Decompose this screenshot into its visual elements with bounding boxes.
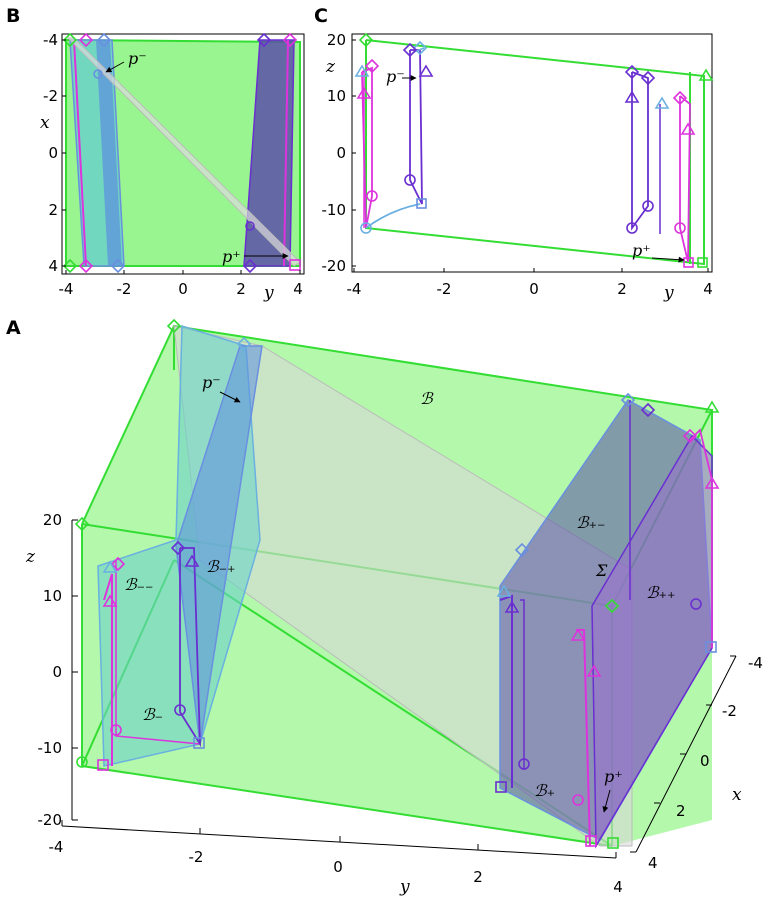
svg-text:-4: -4 bbox=[59, 280, 74, 298]
panel-b-left-magenta bbox=[73, 39, 87, 267]
svg-text:4: 4 bbox=[703, 280, 713, 298]
panel-a-p-minus: p⁻ bbox=[202, 373, 221, 392]
panel-c-markers bbox=[354, 32, 714, 268]
svg-text:-2: -2 bbox=[43, 87, 58, 105]
panel-b-slab-left-inner bbox=[96, 40, 122, 266]
panel-a-z-axis-label: z bbox=[25, 547, 36, 567]
panel-c-right-magenta bbox=[679, 95, 691, 263]
panel-a-label-sigma: Σ bbox=[595, 561, 608, 580]
svg-text:20: 20 bbox=[327, 31, 346, 49]
svg-text:0: 0 bbox=[529, 280, 539, 298]
svg-text:-4: -4 bbox=[49, 838, 64, 856]
panel-b-p-minus-arrow bbox=[105, 61, 125, 73]
svg-text:0: 0 bbox=[52, 663, 62, 681]
panel-c-y-ticks: 20 10 0 -10 -20 bbox=[322, 31, 356, 275]
svg-text:-20: -20 bbox=[322, 257, 347, 275]
panel-c: C bbox=[314, 5, 714, 303]
panel-c-x-axis-label: y bbox=[663, 283, 674, 303]
panel-c-x-ticks: -4 -2 0 2 4 bbox=[347, 268, 713, 298]
panel-b-label: B bbox=[6, 5, 20, 27]
svg-text:20: 20 bbox=[43, 511, 62, 529]
svg-text:2: 2 bbox=[617, 280, 627, 298]
svg-text:-2: -2 bbox=[437, 280, 452, 298]
panel-b-markers bbox=[62, 32, 301, 274]
svg-text:-4: -4 bbox=[43, 31, 58, 49]
svg-text:4: 4 bbox=[293, 280, 303, 298]
panel-c-left-violet bbox=[409, 49, 423, 205]
panel-a-label: A bbox=[6, 317, 21, 339]
panel-c-y-axis-label: z bbox=[325, 57, 336, 77]
panel-a-label-b: ℬ bbox=[420, 389, 434, 408]
svg-text:10: 10 bbox=[327, 87, 346, 105]
panel-a-label-b-mm: ℬ₋₋ bbox=[124, 575, 153, 594]
svg-text:0: 0 bbox=[336, 144, 346, 162]
svg-text:2: 2 bbox=[236, 280, 246, 298]
svg-text:-20: -20 bbox=[38, 811, 63, 829]
panel-c-region-b bbox=[365, 39, 705, 266]
panel-a-label-b-p: ℬ₊ bbox=[534, 781, 555, 800]
svg-text:-2: -2 bbox=[722, 702, 737, 720]
svg-text:4: 4 bbox=[613, 878, 623, 896]
panel-a-p-plus: p⁺ bbox=[604, 767, 623, 786]
panel-b-p-minus: p⁻ bbox=[128, 49, 147, 68]
panel-a-label-b-pm: ℬ₊₋ bbox=[576, 513, 605, 532]
svg-text:-4: -4 bbox=[347, 280, 362, 298]
svg-text:-10: -10 bbox=[38, 739, 63, 757]
panel-a-y-axis: -4 -2 0 2 4 y bbox=[49, 820, 623, 897]
panel-c-p-minus: p⁻ bbox=[386, 67, 405, 86]
svg-text:-2: -2 bbox=[117, 280, 132, 298]
panel-a-p-minus-arrow bbox=[219, 391, 241, 403]
panel-b-p-plus: p⁺ bbox=[222, 247, 241, 266]
panel-b-y-ticks: -4 -2 0 2 4 bbox=[43, 31, 66, 275]
panel-c-right-violet bbox=[631, 71, 649, 231]
panel-a-x-axis: -4 -2 0 2 4 x bbox=[630, 654, 763, 872]
svg-text:0: 0 bbox=[178, 280, 188, 298]
panel-c-p-plus-arrow bbox=[651, 256, 685, 263]
panel-a-label-b-mp: ℬ₋₊ bbox=[206, 557, 235, 576]
svg-text:0: 0 bbox=[333, 858, 343, 876]
panel-a-y-axis-label: y bbox=[399, 877, 410, 897]
svg-text:0: 0 bbox=[700, 752, 710, 770]
svg-text:2: 2 bbox=[48, 201, 58, 219]
panel-c-label: C bbox=[314, 5, 328, 27]
panel-a: A bbox=[6, 317, 763, 897]
svg-text:4: 4 bbox=[648, 854, 658, 872]
svg-text:2: 2 bbox=[473, 868, 483, 886]
panel-a-z-axis: 20 10 0 -10 -20 z bbox=[25, 511, 78, 829]
svg-text:10: 10 bbox=[43, 587, 62, 605]
svg-text:0: 0 bbox=[48, 144, 58, 162]
panel-b: B p⁻ p⁺ bbox=[6, 5, 305, 303]
panel-b-right-magenta bbox=[283, 39, 289, 267]
svg-text:4: 4 bbox=[48, 257, 58, 275]
panel-b-x-axis-label: y bbox=[263, 283, 274, 303]
panel-b-x-ticks: -4 -2 0 2 4 bbox=[59, 270, 303, 298]
panel-a-x-axis-label: x bbox=[732, 785, 742, 805]
panel-a-markers bbox=[74, 318, 720, 849]
svg-text:-10: -10 bbox=[322, 201, 347, 219]
svg-text:-2: -2 bbox=[189, 848, 204, 866]
panel-c-p-plus: p⁺ bbox=[632, 241, 651, 260]
panel-a-p-plus-arrow bbox=[602, 789, 611, 813]
svg-text:2: 2 bbox=[676, 802, 686, 820]
panel-a-label-b-m: ℬ₋ bbox=[142, 705, 163, 724]
panel-c-frame bbox=[351, 33, 713, 273]
panel-b-y-axis-label: x bbox=[40, 113, 50, 133]
panel-a-label-b-pp: ℬ₊₊ bbox=[646, 583, 675, 602]
svg-text:-4: -4 bbox=[748, 654, 763, 672]
